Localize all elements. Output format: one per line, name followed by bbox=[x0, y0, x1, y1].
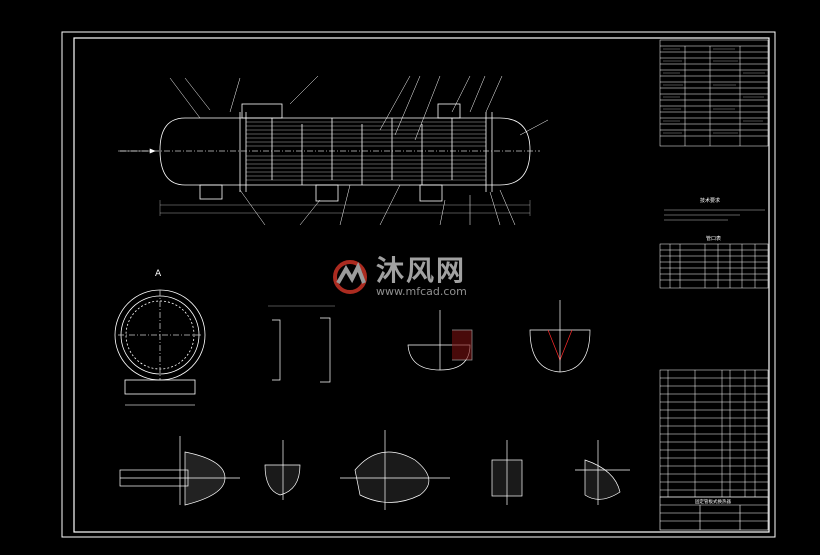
view-a-tubesheet bbox=[114, 289, 206, 406]
title-block bbox=[659, 496, 769, 531]
detail-flange-3 bbox=[119, 436, 240, 506]
dimension-lines bbox=[159, 200, 531, 216]
tech-requirements-title: 技术要求 bbox=[700, 197, 720, 204]
design-data-fill bbox=[663, 48, 765, 134]
watermark-url: www.mfcad.com bbox=[376, 285, 467, 298]
detail-baffle-profile bbox=[268, 305, 335, 383]
detail-flange-4 bbox=[264, 440, 301, 500]
watermark-title: 沐风网 bbox=[376, 254, 467, 287]
watermark: 沐风网 www.mfcad.com bbox=[330, 256, 467, 298]
inner-frame bbox=[73, 37, 770, 533]
title-block-name: 固定管板式换热器 bbox=[695, 498, 731, 505]
watermark-logo-icon bbox=[333, 260, 367, 294]
leader-lines bbox=[169, 75, 549, 226]
tube-bundle bbox=[246, 121, 486, 181]
watermark-text-group: 沐风网 www.mfcad.com bbox=[376, 256, 467, 298]
detail-flange-5 bbox=[340, 430, 450, 510]
main-elevation-view bbox=[120, 103, 540, 202]
design-data-table bbox=[659, 39, 769, 147]
view-a-label: A bbox=[155, 269, 162, 279]
nozzle-table-title: 管口表 bbox=[706, 235, 721, 242]
nozzle-arrow bbox=[118, 148, 156, 154]
detail-weld-1 bbox=[407, 310, 473, 371]
tech-requirements-text bbox=[664, 209, 765, 221]
detail-flange-6 bbox=[491, 440, 523, 505]
outer-frame bbox=[61, 31, 776, 538]
parts-list-table bbox=[659, 369, 769, 498]
baffles bbox=[271, 118, 453, 185]
detail-weld-2 bbox=[529, 300, 591, 373]
nozzle-table bbox=[659, 243, 769, 289]
detail-flange-7 bbox=[575, 440, 630, 505]
